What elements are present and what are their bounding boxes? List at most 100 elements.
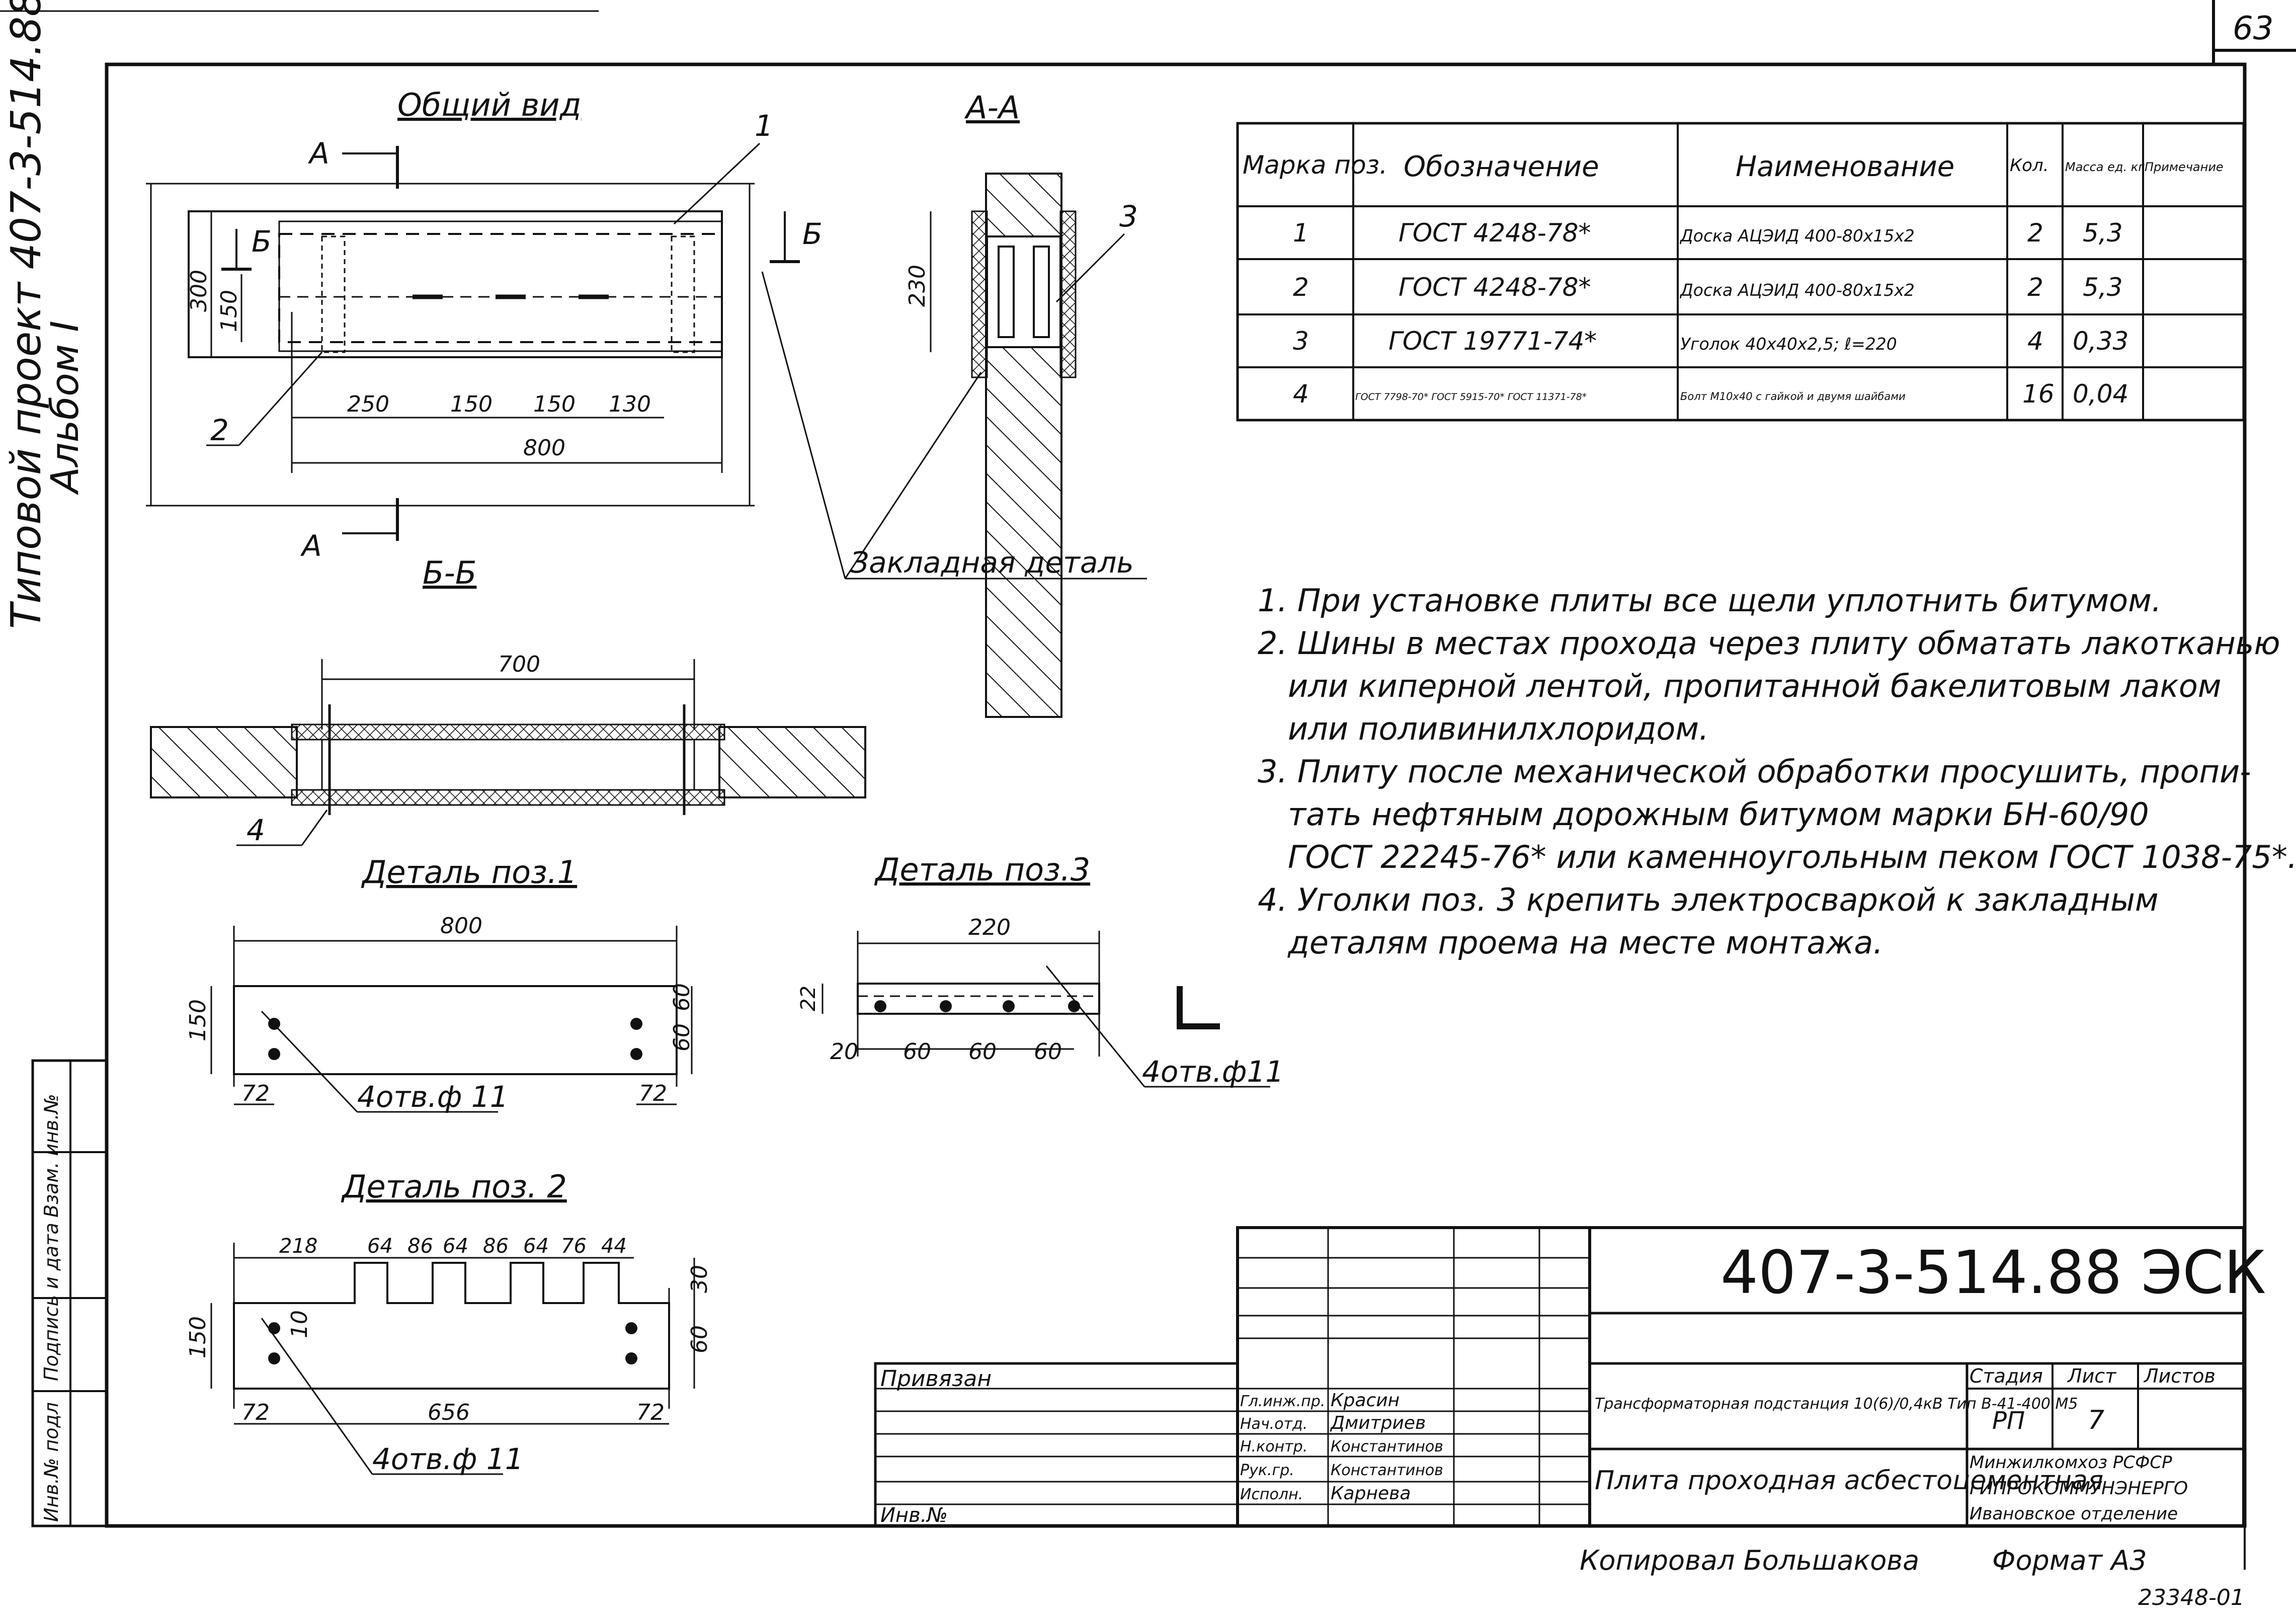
- name-4: Константинов: [1331, 1462, 1443, 1479]
- d2-dim-72b: 72: [636, 1400, 665, 1425]
- embedded-part-label: Закладная деталь: [850, 545, 1134, 580]
- note-3: 3. Плиту после механической обработки пр…: [1258, 753, 2251, 790]
- strip-sign: Подпись и дата: [40, 1223, 62, 1381]
- d2-dim-86b: 86: [483, 1235, 509, 1258]
- stage-value: РП: [1992, 1407, 2025, 1435]
- drawing-title: Плита проходная асбестоцементная: [1595, 1466, 2103, 1496]
- org-line-3: Ивановское отделение: [1970, 1504, 2178, 1524]
- d1-dim-150: 150: [185, 999, 211, 1041]
- d2-dim-60: 60: [687, 1325, 712, 1353]
- copied-by: Копировал Большакова: [1580, 1545, 1919, 1576]
- d3-dim-220: 220: [968, 915, 1011, 940]
- d2-dim-64c: 64: [523, 1235, 549, 1258]
- strip-replace: Взам. инв.№: [40, 1094, 62, 1218]
- cut-b-right: Б: [802, 217, 823, 251]
- archive-no: 23348-01: [2138, 1585, 2245, 1610]
- side-album: Альбом I: [42, 320, 87, 496]
- side-project: Типовой проект 407-3-514.88: [3, 0, 50, 629]
- page-number: 63: [2233, 10, 2273, 47]
- detail2-title: Деталь поз. 2: [341, 1168, 567, 1205]
- d2-dim-64a: 64: [367, 1235, 393, 1258]
- d2-holes: 4отв.ф 11: [372, 1442, 524, 1476]
- row1-mass: 5,3: [2083, 218, 2123, 248]
- row2-designation: ГОСТ 4248-78*: [1399, 273, 1591, 302]
- left-strip: Инв.№ подл Подпись и дата Взам. инв.№: [31, 1059, 108, 1527]
- sheets-label: Листов: [2143, 1365, 2216, 1387]
- row2-name: Доска АЦЭИД 400-80х15х2: [1679, 280, 1915, 300]
- d2-dim-86a: 86: [407, 1235, 433, 1258]
- d1-dim-60b: 60: [669, 1023, 695, 1052]
- inv-no: Инв.№: [880, 1504, 948, 1527]
- name-1: Красин: [1331, 1390, 1400, 1411]
- row3-qty: 4: [2027, 327, 2043, 356]
- role-3: Н.контр.: [1240, 1438, 1307, 1456]
- general-title: Общий вид: [397, 87, 581, 123]
- gv-dim-800: 800: [523, 435, 565, 461]
- gv-dim-150c: 150: [533, 391, 576, 417]
- sheet-value: 7: [2088, 1405, 2104, 1435]
- callout-3: 3: [1119, 199, 1138, 233]
- detail-pos2: Деталь поз. 2 218 64 86 64 86 64 76 44 1…: [185, 1168, 712, 1476]
- th-note: Примечание: [2145, 160, 2224, 174]
- note-3c: ГОСТ 22245-76* или каменноугольным пеком…: [1288, 839, 2296, 875]
- object-name: Трансформаторная подстанция 10(6)/0,4кВ …: [1595, 1395, 2078, 1413]
- th-qty: Кол.: [2010, 155, 2048, 176]
- d2-dim-218: 218: [279, 1235, 317, 1258]
- row1-designation: ГОСТ 4248-78*: [1399, 218, 1591, 248]
- org-line-2: ГИПРОКОММУНЭНЕРГО: [1970, 1478, 2188, 1499]
- d2-dim-10: 10: [287, 1310, 312, 1338]
- footer: Копировал Большакова Формат А3 23348-01: [1580, 1545, 2245, 1610]
- d3-dim-22: 22: [797, 986, 820, 1011]
- role-5: Исполн.: [1240, 1486, 1303, 1503]
- row3-pos: 3: [1293, 327, 1309, 356]
- row3-name: Уголок 40х40х2,5; ℓ=220: [1680, 334, 1897, 354]
- aa-dim-230: 230: [905, 265, 930, 307]
- d2-dim-64b: 64: [443, 1235, 468, 1258]
- note-2: 2. Шины в местах прохода через плиту обм…: [1258, 625, 2280, 662]
- row2-mass: 5,3: [2083, 273, 2123, 302]
- row1-pos: 1: [1293, 218, 1309, 248]
- d1-dim-72b: 72: [639, 1081, 667, 1106]
- org-line-1: Минжилкомхоз РСФСР: [1970, 1452, 2172, 1473]
- bb-dim-700: 700: [498, 652, 540, 677]
- d1-dim-800: 800: [440, 913, 482, 939]
- note-2b: или киперной лентой, пропитанной бакелит…: [1288, 668, 2222, 704]
- row4-mass: 0,04: [2073, 379, 2128, 409]
- title-block: 407-3-514.88 ЭСК Привязан Инв.№ Гл.инж.п…: [874, 1226, 2266, 1527]
- cut-b-left: Б: [252, 224, 272, 259]
- detail1-title: Деталь поз.1: [361, 854, 577, 891]
- cut-a-bottom: А: [300, 529, 322, 563]
- row3-designation: ГОСТ 19771-74*: [1388, 327, 1597, 356]
- row4-qty: 16: [2022, 379, 2055, 409]
- d1-dim-72a: 72: [241, 1081, 270, 1106]
- notes: 1. При установке плиты все щели уплотнит…: [1258, 582, 2296, 961]
- spec-table: Марка поз. Обозначение Наименование Кол.…: [1236, 122, 2245, 422]
- detail-pos1: Деталь поз.1 800 150 60 60 72 72 4отв.ф …: [185, 854, 695, 1114]
- sheet-label: Лист: [2067, 1365, 2117, 1387]
- note-3b: тать нефтяным дорожным битумом марки БН-…: [1288, 796, 2149, 833]
- gv-dim-150: 150: [216, 290, 242, 332]
- note-4b: деталям проема на месте монтажа.: [1287, 924, 1883, 961]
- side-inscription: Типовой проект 407-3-514.88 Альбом I: [3, 0, 87, 629]
- section-bb: Б-Б 700 4: [150, 554, 866, 847]
- cut-a-top: А: [307, 136, 330, 171]
- d3-dim-60a: 60: [903, 1039, 931, 1065]
- privyazan: Привязан: [880, 1366, 992, 1392]
- d1-holes: 4отв.ф 11: [357, 1080, 509, 1114]
- section-aa: А-А 230 3 Закладная деталь: [761, 89, 1147, 718]
- gv-dim-150b: 150: [450, 391, 493, 417]
- th-pos: Марка поз.: [1243, 150, 1387, 180]
- format: Формат А3: [1992, 1545, 2147, 1576]
- note-2c: или поливинилхлоридом.: [1288, 710, 1709, 747]
- note-1: 1. При установке плиты все щели уплотнит…: [1258, 582, 2162, 619]
- name-2: Дмитриев: [1330, 1413, 1426, 1433]
- row4-name: Болт М10х40 с гайкой и двумя шайбами: [1680, 390, 1906, 402]
- row3-mass: 0,33: [2073, 327, 2128, 356]
- detail3-title: Деталь поз.3: [874, 851, 1090, 888]
- role-4: Рук.гр.: [1240, 1462, 1294, 1479]
- callout-4: 4: [247, 813, 265, 847]
- detail-pos3: Деталь поз.3 220 22 20 60 60 60 4отв.ф11: [797, 851, 1284, 1089]
- d3-holes: 4отв.ф11: [1142, 1055, 1284, 1089]
- d2-dim-72a: 72: [241, 1400, 270, 1425]
